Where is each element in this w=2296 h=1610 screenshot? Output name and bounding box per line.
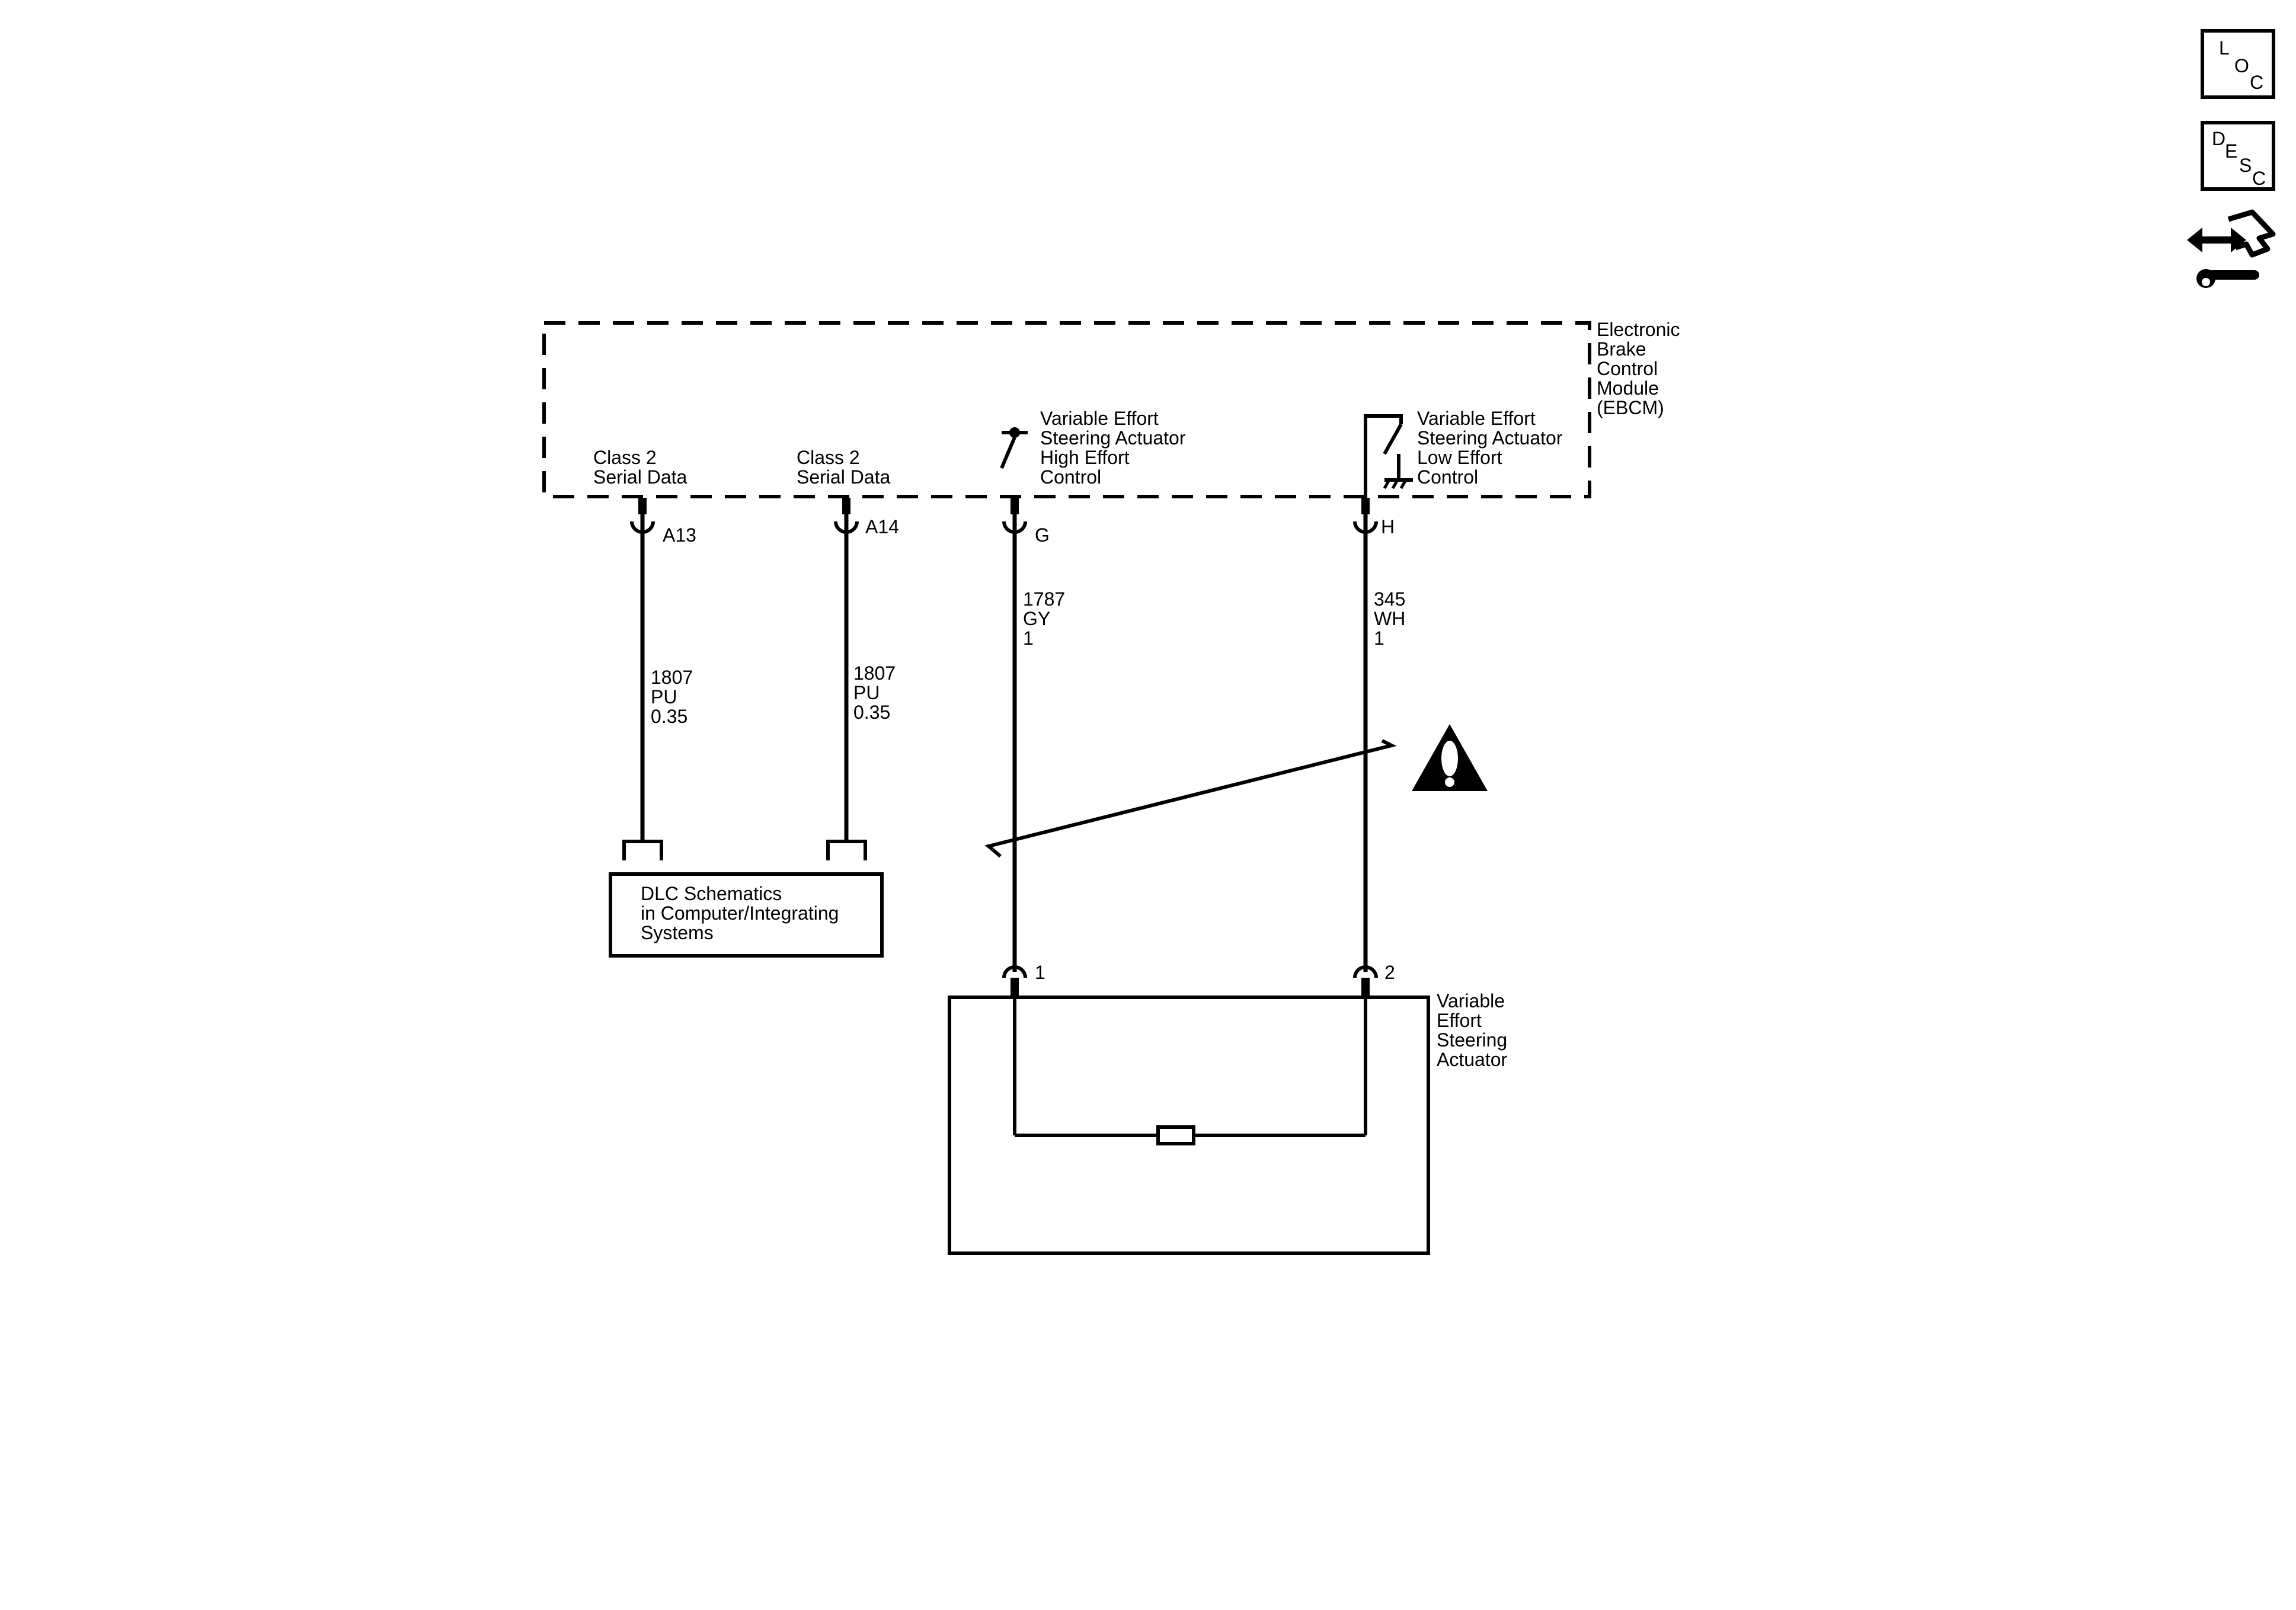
connector-g-label: G [1035, 524, 1050, 546]
connector-actuator-2 [1353, 965, 1378, 978]
svg-text:Steering Actuator: Steering Actuator [1417, 427, 1563, 449]
svg-text:WH: WH [1374, 608, 1405, 629]
pin-a14-label: Class 2 Serial Data [797, 447, 891, 488]
svg-text:1: 1 [1023, 628, 1034, 649]
desc-letter-e: E [2225, 140, 2237, 162]
svg-text:PU: PU [853, 682, 880, 703]
connector-h-label: H [1381, 516, 1395, 537]
svg-text:Module: Module [1597, 377, 1659, 399]
desc-letter-c: C [2252, 168, 2266, 189]
svg-text:in Computer/Integrating: in Computer/Integrating [641, 902, 839, 924]
svg-text:DLC Schematics: DLC Schematics [641, 883, 782, 904]
high-effort-switch [1000, 427, 1028, 469]
pin-a13-label: Class 2 Serial Data [593, 447, 687, 488]
svg-text:1807: 1807 [651, 667, 693, 688]
pin-g-terminal [1011, 498, 1019, 514]
pin-g-label: Variable Effort Steering Actuator High E… [1040, 408, 1186, 488]
pin-a14-terminal [842, 498, 850, 514]
actuator-pin-1-terminal [1011, 978, 1019, 997]
svg-text:PU: PU [651, 686, 677, 708]
desc-letter-d: D [2212, 128, 2225, 149]
ebcm-box [542, 321, 1591, 498]
svg-text:Low Effort: Low Effort [1417, 447, 1502, 468]
actuator-internal-circuit [1013, 997, 1367, 1137]
svg-text:1807: 1807 [853, 662, 896, 684]
dlc-schematics-text: DLC Schematics in Computer/Integrating S… [641, 883, 839, 943]
svg-text:(EBCM): (EBCM) [1597, 397, 1664, 418]
wire-a13-spec: 1807 PU 0.35 [651, 667, 693, 727]
twisted-pair-marker [984, 739, 1397, 858]
pin-h-terminal [1361, 498, 1370, 514]
loc-letter-o: O [2234, 55, 2249, 76]
actuator-pin-2-label: 2 [1384, 962, 1395, 983]
svg-text:Serial Data: Serial Data [593, 466, 687, 488]
svg-text:0.35: 0.35 [651, 706, 687, 727]
wire-a14-spec: 1807 PU 0.35 [853, 662, 896, 723]
pin-a13-terminal [638, 498, 647, 514]
actuator-title: Variable Effort Steering Actuator [1437, 990, 1508, 1070]
pin-h-label: Variable Effort Steering Actuator Low Ef… [1417, 408, 1563, 488]
svg-text:1787: 1787 [1023, 588, 1065, 610]
connector-repair-icon[interactable] [2187, 209, 2276, 288]
dlc-terminal-a14 [826, 840, 867, 860]
desc-letter-s: S [2239, 155, 2252, 176]
svg-text:Class 2: Class 2 [797, 447, 860, 468]
svg-text:Steering: Steering [1437, 1029, 1507, 1051]
svg-text:1: 1 [1374, 628, 1384, 649]
svg-text:Class 2: Class 2 [593, 447, 657, 468]
loc-button[interactable]: L O C [2201, 29, 2275, 99]
ebcm-title: Electronic Brake Control Module (EBCM) [1597, 319, 1680, 418]
low-effort-switch [1364, 414, 1413, 498]
svg-text:Actuator: Actuator [1437, 1049, 1508, 1070]
dlc-terminal-a13 [622, 840, 663, 860]
svg-text:Serial Data: Serial Data [797, 466, 891, 488]
desc-button[interactable]: D E S C [2201, 121, 2275, 191]
svg-text:Control: Control [1597, 358, 1658, 379]
wire-g-spec: 1787 GY 1 [1023, 588, 1065, 649]
svg-text:Steering Actuator: Steering Actuator [1040, 427, 1186, 449]
dlc-schematics-box[interactable] [609, 872, 884, 958]
connector-actuator-1 [1002, 965, 1027, 978]
svg-text:0.35: 0.35 [853, 702, 890, 723]
svg-text:345: 345 [1374, 588, 1405, 610]
svg-text:Effort: Effort [1437, 1010, 1482, 1031]
actuator-pin-1-label: 1 [1035, 962, 1045, 983]
svg-text:High Effort: High Effort [1040, 447, 1130, 468]
connector-a13-label: A13 [663, 524, 696, 546]
svg-text:Brake: Brake [1597, 338, 1646, 360]
svg-text:Variable: Variable [1437, 990, 1505, 1012]
svg-text:GY: GY [1023, 608, 1050, 629]
loc-letter-c: C [2250, 72, 2263, 93]
svg-text:Electronic: Electronic [1597, 319, 1680, 340]
connector-a14-label: A14 [865, 516, 899, 537]
actuator-pin-2-terminal [1361, 978, 1370, 997]
svg-text:Variable Effort: Variable Effort [1040, 408, 1159, 429]
svg-text:Variable Effort: Variable Effort [1417, 408, 1536, 429]
actuator-box [948, 996, 1430, 1255]
svg-text:Systems: Systems [641, 922, 714, 943]
actuator-coil [1156, 1125, 1195, 1145]
svg-text:Control: Control [1040, 466, 1101, 488]
warning-triangle-icon[interactable] [1412, 724, 1488, 791]
loc-letter-l: L [2219, 37, 2230, 59]
wire-h-spec: 345 WH 1 [1374, 588, 1405, 649]
svg-text:Control: Control [1417, 466, 1478, 488]
